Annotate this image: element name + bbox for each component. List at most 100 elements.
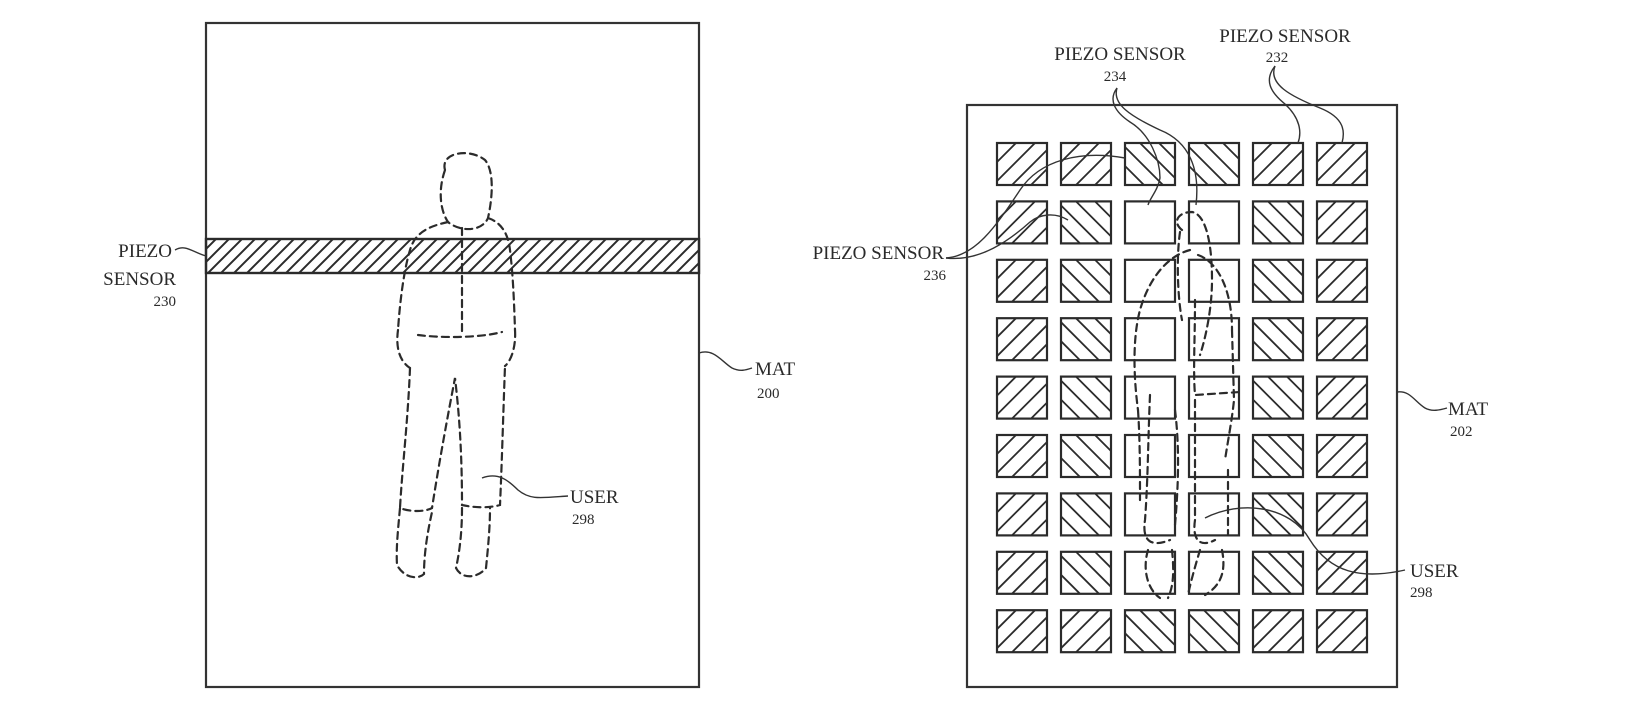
- hatch-line: [1061, 379, 1100, 419]
- hatch-line: [1139, 143, 1175, 180]
- hatch-line: [1061, 204, 1100, 244]
- sensor-236-leader-b: [945, 214, 1069, 260]
- hatch-line: [1317, 435, 1337, 456]
- hatch-line: [1061, 496, 1100, 536]
- hatch-line: [1158, 143, 1175, 161]
- hatch-line: [1317, 610, 1337, 631]
- hatch-line: [1331, 615, 1367, 653]
- hatch-line: [1030, 167, 1047, 185]
- piezo-sensor-cell: [995, 317, 1049, 362]
- hatch-line: [1061, 437, 1100, 477]
- piezo-sensor-cell: [995, 433, 1049, 479]
- piezo-sensor-cell: [995, 258, 1049, 303]
- piezo-sensor-cell: [1187, 492, 1241, 537]
- sensor-232-leader-a: [1268, 65, 1301, 144]
- hatch-line: [997, 143, 1017, 164]
- hatch-line: [1030, 226, 1047, 244]
- sensor-cell-border: [1059, 550, 1113, 595]
- hatch-line: [1286, 551, 1303, 570]
- hatch-line: [1253, 456, 1273, 477]
- sensor-cell-border: [1187, 258, 1241, 303]
- hatch-line: [1267, 318, 1303, 355]
- back-hatch: [1061, 318, 1111, 361]
- right-figure: PIEZO SENSOR 234 PIEZO SENSOR 232 PIEZO …: [813, 26, 1489, 689]
- forward-hatch: [997, 551, 1047, 594]
- hatch-line: [1139, 610, 1175, 647]
- piezo-sensor-cell: [1123, 317, 1177, 362]
- sensor-cell-border: [1123, 550, 1177, 595]
- hatch-line: [997, 493, 1017, 514]
- sensor-cell-border: [1123, 317, 1177, 362]
- hatch-line: [1075, 376, 1111, 413]
- sensor-cell-border: [995, 492, 1049, 537]
- hatch-line: [1094, 634, 1111, 653]
- hatch-line: [1011, 557, 1047, 594]
- piezo-sensor-230-strip: [204, 237, 701, 275]
- back-hatch: [1253, 259, 1303, 302]
- back-hatch: [1253, 376, 1303, 419]
- sensor-cell-border: [1251, 317, 1305, 362]
- hatch-line: [1203, 143, 1239, 180]
- forward-hatch: [997, 435, 1047, 477]
- hatch-line: [1317, 376, 1337, 397]
- sensor-cell-border: [1059, 492, 1113, 537]
- piezo-sensor-cell: [1187, 200, 1241, 245]
- sensor-cell-border: [1123, 609, 1177, 654]
- hatch-line: [997, 259, 1017, 281]
- mat-200-outline: [204, 21, 701, 689]
- sensor-cell-border: [995, 258, 1049, 303]
- piezo-sensor-cell: [1059, 609, 1113, 654]
- piezo-sensor-cell: [1251, 200, 1305, 245]
- sensor-cell-border: [1251, 550, 1305, 595]
- hatch-line: [1317, 435, 1356, 475]
- hatch-line: [1061, 339, 1081, 361]
- hatch-line: [1317, 318, 1337, 339]
- hatch-line: [1408, 201, 1450, 243]
- piezo-sensor-cell: [1251, 609, 1305, 654]
- piezo-sensor-cell: [1187, 433, 1241, 479]
- forward-hatch: [997, 143, 1047, 185]
- hatch-line: [1094, 201, 1111, 219]
- hatch-line: [1094, 167, 1111, 185]
- hatch-line: [1317, 493, 1356, 533]
- sensor-236-label: PIEZO SENSOR: [813, 243, 945, 264]
- mat-200-leader: [698, 351, 753, 371]
- hatch-line: [997, 318, 1017, 339]
- left-figure: PIEZO SENSOR 230 MAT 200 USER 298: [103, 21, 796, 689]
- piezo-sensor-cell: [1251, 317, 1305, 362]
- hatch-line: [1317, 318, 1356, 358]
- sensor-234-leader-b: [1115, 87, 1198, 206]
- forward-hatch: [997, 493, 1047, 536]
- hatch-line: [1011, 207, 1047, 244]
- forward-hatch: [1317, 143, 1367, 185]
- piezo-sensor-cell: [1251, 141, 1305, 187]
- sensor-cell-border: [1059, 141, 1113, 187]
- hatch-line: [1061, 320, 1100, 361]
- sensor-cell-border: [1315, 492, 1369, 537]
- back-hatch: [1061, 551, 1111, 594]
- sensor-230-label-line2: SENSOR: [103, 269, 176, 290]
- sensor-cell-border: [1059, 317, 1113, 362]
- hatch-line: [997, 493, 1036, 533]
- piezo-sensor-cell: [1251, 375, 1305, 420]
- hatch-line: [1061, 143, 1081, 164]
- hatch-line: [1331, 207, 1367, 244]
- sensor-cell-border: [995, 141, 1049, 187]
- sensor-cell-border: [1315, 375, 1369, 420]
- mat-200-label: MAT: [755, 359, 796, 380]
- piezo-sensor-cell: [1315, 433, 1369, 479]
- hatch-line: [1317, 143, 1337, 164]
- hatch-line: [1075, 318, 1111, 355]
- hatch-line: [1203, 610, 1239, 647]
- hatch-line: [1286, 435, 1303, 453]
- sensor-cell-border: [1187, 200, 1241, 245]
- piezo-sensor-cell: [995, 492, 1049, 537]
- hatch-line: [1030, 284, 1047, 302]
- hatch-line: [1061, 223, 1081, 244]
- user-298-label-right: USER: [1410, 561, 1459, 582]
- back-hatch: [1061, 376, 1111, 419]
- hatch-line: [1267, 376, 1303, 413]
- piezo-sensor-cell: [1059, 375, 1113, 420]
- hatch-line: [1253, 223, 1273, 244]
- back-hatch: [1253, 493, 1303, 536]
